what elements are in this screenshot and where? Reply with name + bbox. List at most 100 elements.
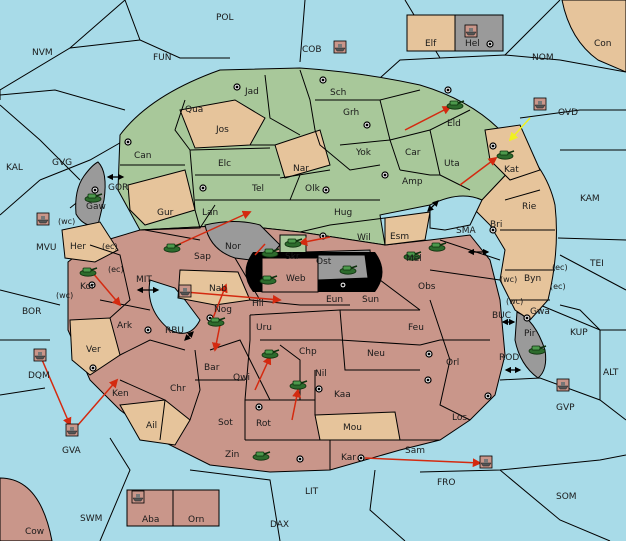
province-hel[interactable] [454, 14, 504, 52]
label-aba: Aba [142, 515, 159, 525]
sea-cob: COB [302, 45, 322, 55]
label-rie: Rie [522, 202, 537, 212]
label-elc: Elc [218, 159, 231, 169]
sea-buc: BUC [492, 311, 511, 321]
label-sap: Sap [194, 252, 211, 262]
province-nar[interactable] [274, 129, 331, 179]
label-orn: Orn [188, 515, 204, 525]
label-qua: Qua [185, 105, 203, 115]
province-labels: Elf Hel Jad Sch Qua Jos Grh Eld Can Yok … [70, 39, 550, 525]
label-sun: Sun [362, 295, 379, 305]
label-yok: Yok [355, 148, 372, 158]
label-eun: Eun [326, 295, 343, 305]
label-gwa: Gwa [530, 307, 550, 317]
sea-sma: SMA [456, 226, 476, 236]
coast-byn-ec: (ec) [552, 263, 568, 272]
province-borders [89, 69, 555, 470]
label-eld: Eld [447, 119, 461, 129]
province-kat-area[interactable] [484, 124, 541, 181]
province-her[interactable] [61, 221, 119, 263]
label-mel: Mel [406, 254, 422, 264]
sea-pol: POL [216, 13, 234, 23]
label-jos: Jos [215, 125, 229, 135]
label-bar: Bar [204, 363, 220, 373]
supply-center-icon [444, 86, 452, 94]
supply-center-icon [233, 83, 241, 91]
fleet-icon [333, 40, 347, 54]
supply-center-icon [91, 186, 99, 194]
supply-center-icon [124, 138, 132, 146]
sea-fro: FRO [437, 478, 456, 488]
fleet-icon [65, 423, 79, 437]
convoy-arrow-icon [184, 331, 194, 341]
sea-gva: GVA [62, 446, 82, 456]
supply-center-icon [319, 76, 327, 84]
label-neu: Neu [367, 349, 385, 359]
label-skr: Skr [285, 252, 300, 262]
coast-her-ec: (ec) [102, 242, 118, 251]
province-gur[interactable] [127, 169, 196, 226]
sea-kup: KUP [570, 328, 588, 338]
sea-tei: TEI [589, 259, 604, 269]
label-hel: Hel [465, 39, 480, 49]
sea-rbu: RBU [165, 326, 184, 336]
label-hil: Hil [252, 299, 264, 309]
sea-som: SOM [556, 492, 577, 502]
supply-center-icon [484, 392, 492, 400]
label-mou: Mou [343, 423, 362, 433]
label-uru: Uru [256, 323, 272, 333]
order-arrows [39, 106, 498, 468]
label-tel: Tel [251, 184, 264, 194]
fleet-icon [464, 24, 478, 38]
province-esm[interactable] [384, 211, 431, 246]
label-kor: Kor [80, 282, 95, 292]
sea-nom: NOM [532, 53, 554, 63]
label-sot: Sot [218, 418, 233, 428]
province-elf[interactable] [406, 14, 456, 52]
sea-alt: ALT [603, 368, 619, 378]
supply-center-icon [489, 226, 497, 234]
fleet-icon [479, 455, 493, 469]
supply-center-icon [255, 403, 263, 411]
label-ark: Ark [117, 321, 133, 331]
label-rot: Rot [256, 419, 271, 429]
fleet-icon [36, 212, 50, 226]
label-byn: Byn [524, 274, 541, 284]
label-olk: Olk [305, 184, 321, 194]
label-ver: Ver [86, 345, 101, 355]
province-jos[interactable] [179, 99, 266, 149]
sea-rod: ROD [499, 353, 519, 363]
province-ver[interactable] [69, 317, 121, 376]
label-wil: Wil [357, 233, 371, 243]
label-feu: Feu [408, 323, 424, 333]
label-sam: Sam [405, 446, 425, 456]
label-nab: Nab [209, 284, 227, 294]
supply-center-icon [199, 184, 207, 192]
province-ail[interactable] [119, 399, 191, 446]
supply-center-icon [339, 281, 347, 289]
province-con[interactable] [561, 0, 626, 73]
supply-center-icon [523, 314, 531, 322]
convoy-arrow-icon [427, 200, 439, 212]
fleet-icon [178, 284, 192, 298]
fleet-icon [533, 97, 547, 111]
supply-center-icon [363, 121, 371, 129]
sea-cow: Cow [25, 527, 44, 537]
sea-bor: BOR [22, 307, 41, 317]
supply-center-icon [89, 364, 97, 372]
label-kat: Kat [504, 165, 519, 175]
label-kaa: Kaa [334, 390, 351, 400]
label-nor: Nor [225, 242, 241, 252]
label-pir: Pir [524, 329, 536, 339]
label-chr: Chr [170, 384, 186, 394]
label-web: Web [286, 274, 306, 284]
sea-kam: KAM [580, 194, 600, 204]
sea-fun: FUN [153, 53, 172, 63]
supply-center-icon [315, 385, 323, 393]
province-pir[interactable] [514, 311, 547, 379]
inner-sea-east [429, 195, 483, 231]
province-orn[interactable] [172, 489, 220, 527]
sea-lit: LIT [305, 487, 319, 497]
coast-labels: (wc) (ec) (ec) (wc) (wc) (ec) (wc) (ec) [56, 217, 568, 306]
